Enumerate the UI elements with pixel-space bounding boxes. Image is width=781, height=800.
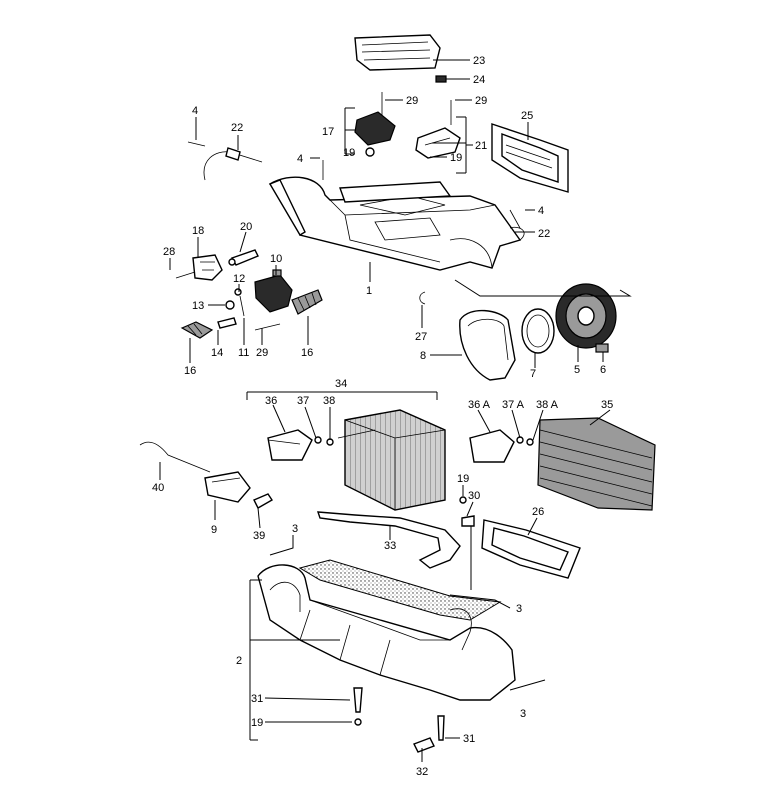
part-33-rod (317, 511, 461, 569)
callout-36: 36 (265, 395, 277, 407)
callout-27: 27 (415, 331, 427, 343)
callout-23: 23 (473, 55, 485, 67)
part-1-upper-housing (268, 176, 522, 271)
part-27-clip (419, 291, 426, 305)
callout-16: 16 (301, 347, 313, 359)
callout-19: 19 (251, 717, 263, 729)
callout-25: 25 (521, 110, 533, 122)
part-26-gasket (481, 519, 581, 579)
part-5-blower (555, 283, 617, 349)
callout-12: 12 (233, 273, 245, 285)
callout-13: 13 (192, 300, 204, 312)
callout-5: 5 (574, 364, 580, 376)
callout-39: 39 (253, 530, 265, 542)
callout-4: 4 (192, 105, 198, 117)
callout-37: 37 (297, 395, 309, 407)
callout-40: 40 (152, 482, 164, 494)
bottom-hardware (353, 496, 467, 753)
part-8-cover (459, 309, 516, 381)
callout-31: 31 (251, 693, 263, 705)
callout-17: 17 (322, 126, 334, 138)
callout-24: 24 (473, 74, 485, 86)
callout-1: 1 (366, 285, 372, 297)
callout-labels: 23 24 29 29 4 22 25 17 19 19 21 4 4 22 1… (152, 55, 613, 778)
callout-7: 7 (530, 368, 536, 380)
small-hardware (175, 92, 525, 331)
callout-36a: 36 A (468, 399, 491, 411)
part-22-cable (203, 147, 263, 181)
callout-22: 22 (231, 122, 243, 134)
callout-30: 30 (468, 490, 480, 502)
part-10-motor (254, 269, 293, 313)
callout-4: 4 (538, 205, 544, 217)
part-16-boot-left (180, 321, 214, 339)
part-36a-valve (469, 429, 534, 463)
part-16-boot-right (291, 289, 323, 315)
part-18-bracket (192, 254, 223, 281)
part-9-flap (204, 471, 251, 503)
callout-11: 11 (238, 347, 249, 359)
callout-20: 20 (240, 221, 252, 233)
callout-29: 29 (475, 95, 487, 107)
callout-34: 34 (335, 378, 347, 390)
part-35-evaporator (537, 417, 656, 511)
callout-35: 35 (601, 399, 613, 411)
callout-37a: 37 A (502, 399, 525, 411)
callout-21: 21 (475, 140, 487, 152)
callout-38: 38 (323, 395, 335, 407)
callout-22: 22 (538, 228, 550, 240)
callout-19: 19 (457, 473, 469, 485)
callout-29: 29 (406, 95, 418, 107)
callout-6: 6 (600, 364, 606, 376)
callout-14: 14 (211, 347, 223, 359)
callout-3: 3 (292, 523, 298, 535)
callout-16: 16 (184, 365, 196, 377)
part-36-valve (267, 429, 334, 461)
part-17-switch (354, 111, 396, 157)
callout-3: 3 (520, 708, 526, 720)
callout-4: 4 (297, 153, 303, 165)
callout-8: 8 (420, 350, 426, 362)
callout-26: 26 (532, 506, 544, 518)
callout-38a: 38 A (536, 399, 559, 411)
callout-33: 33 (384, 540, 396, 552)
callout-3: 3 (516, 603, 522, 615)
callout-29: 29 (256, 347, 268, 359)
callout-18: 18 (192, 225, 204, 237)
part-40-cable (139, 441, 211, 473)
part-7-ring (521, 308, 555, 354)
part-39-clip (253, 493, 273, 509)
part-34-evaporator (337, 409, 446, 511)
part-6-brush (595, 343, 609, 353)
callout-19: 19 (343, 147, 355, 159)
callout-2: 2 (236, 655, 242, 667)
part-25-frame (491, 123, 569, 193)
part-2-lower-housing (257, 559, 516, 701)
callout-9: 9 (211, 524, 217, 536)
part-23-cover (354, 34, 447, 83)
callout-19: 19 (450, 152, 462, 164)
callout-10: 10 (270, 253, 282, 265)
callout-31: 31 (463, 733, 475, 745)
part-30-connector (461, 515, 475, 527)
leader-lines (159, 59, 632, 762)
callout-32: 32 (416, 766, 428, 778)
callout-28: 28 (163, 246, 175, 258)
part-20-pin (228, 249, 259, 266)
